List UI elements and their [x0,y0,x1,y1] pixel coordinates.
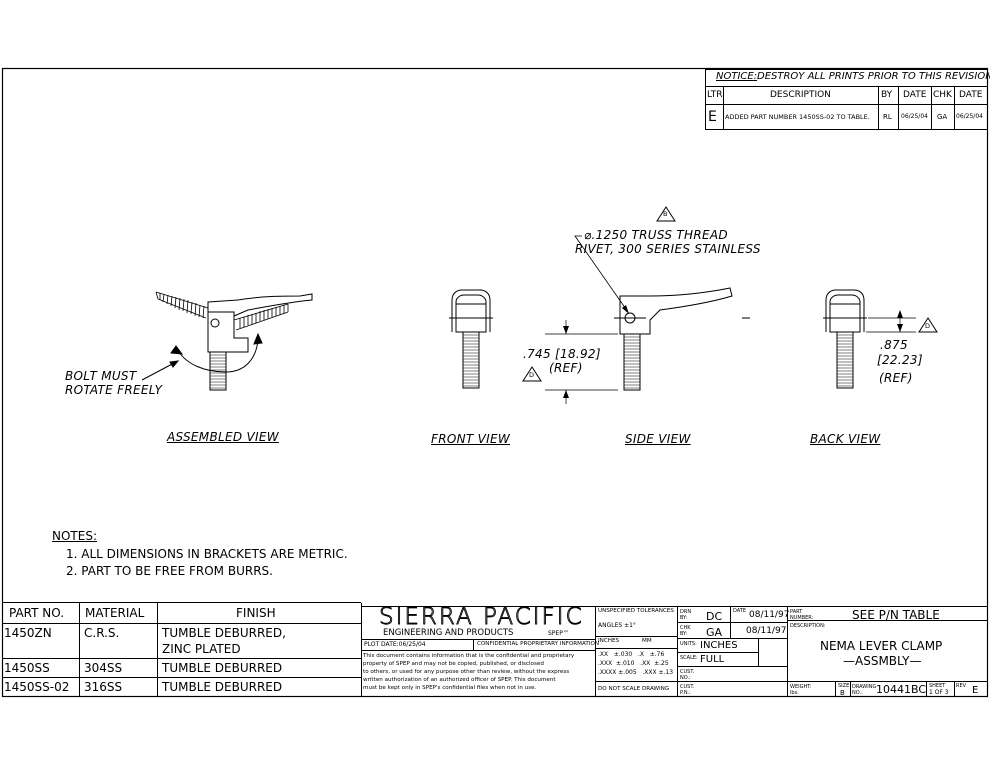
description-label: DESCRIPTION: [790,623,826,629]
sheet-label: SHEET [929,683,946,689]
drawing-no-label: DRAWING NO.: [852,684,877,696]
tolerances-row-3: .XXXX ±.005 .XXX ±.13 [598,669,674,676]
back-dim-marker-d: D [925,322,931,330]
side-view-label: SIDE VIEW [625,432,691,446]
part-1-number: 1450ZN [4,626,52,640]
back-dim-line-2: [22.23] [877,353,923,367]
callout-line-1: ⌀.1250 TRUSS THREAD [584,228,728,242]
front-view-label: FRONT VIEW [431,432,511,446]
rev-header-date: DATE [903,90,927,100]
description-line-2: —ASSMBLY— [843,654,922,668]
front-dim-line-1: .745 [18.92] [523,347,601,361]
disclaimer-line-3: to others, or used for any purpose other… [363,669,570,675]
back-dim-line-3: (REF) [879,371,913,385]
note-2: 2. PART TO BE FREE FROM BURRS. [66,564,273,578]
company-subtitle: ENGINEERING AND PRODUCTS [383,628,514,638]
confidential-label: CONFIDENTIAL PROPRIETARY INFORMATION [477,641,600,647]
part-3-material: 316SS [84,680,123,694]
part-number-value: SEE P/N TABLE [852,608,940,622]
disclaimer-line-1: This document contains information that … [363,653,575,659]
parts-header-material: MATERIAL [85,606,145,620]
description-line-1: NEMA LEVER CLAMP [820,639,943,653]
company-logo-text: SIERRA PACIFIC [379,604,584,630]
bolt-note-line-1: BOLT MUST [65,369,137,383]
part-1-finish-1: TUMBLE DEBURRED, [162,626,286,640]
rev-header-chk: CHK [933,90,952,100]
tolerances-mm: MM [642,638,652,644]
notes-title: NOTES: [52,529,97,543]
drawing-no-value: 10441BC [876,683,927,696]
callout-marker-b: B [663,210,668,218]
parts-header-finish: FINISH [236,606,276,620]
chk-date-value: 08/11/97 [746,626,787,636]
date-value: 08/11/97 [749,610,790,620]
rev-row-date: 06/25/04 [901,113,928,120]
disclaimer-line-2: property of SPEP and may not be copied, … [363,661,544,667]
rev-header-ltr: LTR [707,90,723,100]
units-label: UNITS: [680,641,697,647]
rev-row-chk-date: 06/25/04 [956,113,983,120]
part-1-material: C.R.S. [84,626,120,640]
plot-date: PLOT DATE:06/25/04 [364,641,426,648]
bolt-note-line-2: ROTATE FREELY [65,383,163,397]
note-1: 1. ALL DIMENSIONS IN BRACKETS ARE METRIC… [66,547,348,561]
do-not-scale-note: DO NOT SCALE DRAWING [598,686,670,692]
assembled-view-label: ASSEMBLED VIEW [167,430,279,444]
rev-header-by: BY [881,90,893,100]
back-dim-line-1: .875 [880,338,908,352]
part-3-finish-1: TUMBLE DEBURRED [162,680,283,694]
company-brand: SPEP™ [548,630,569,637]
chk-label: CHK BY: [680,625,691,637]
front-dim-marker-d: D [529,371,535,379]
tolerances-row-2: .XXX ±.010 .XX ±.25 [598,660,669,667]
tolerances-row-1: .XX ±.030 .X ±.76 [598,651,665,658]
units-value: INCHES [700,640,738,651]
part-1-finish-2: ZINC PLATED [162,642,241,656]
part-number-label: PART NUMBER: [790,609,814,621]
scale-label: SCALE: [680,655,698,661]
tolerances-title: UNSPECIFIED TOLERANCES [598,608,674,614]
rev-header-date-2: DATE [959,90,983,100]
date-label: DATE [733,608,747,614]
front-dim-line-2: (REF) [549,361,583,375]
parts-header-part-no: PART NO. [9,606,65,620]
sheet-value: 1 OF 3 [929,689,949,696]
chk-value: GA [706,626,723,639]
part-2-finish-1: TUMBLE DEBURRED [162,661,283,675]
back-view-drawing [823,289,938,389]
rev-value: E [972,685,979,696]
rev-header-description: DESCRIPTION [770,90,831,100]
rev-row-by: RL [883,113,892,121]
tolerances-angles: ANGLES ±1° [598,622,636,629]
size-value: B [840,689,845,697]
assembled-view-drawing [141,291,313,391]
size-label: SIZE [838,683,850,689]
rev-label: REV [956,683,967,689]
revision-notice-text: DESTROY ALL PRINTS PRIOR TO THIS REVISIO… [757,71,990,82]
drn-value: DC [706,610,723,623]
cust-no-label: CUST. NO.: [680,669,695,681]
tolerances-inches: INCHES [598,638,620,644]
part-2-number: 1450SS [4,661,50,675]
disclaimer-line-4: written authorization of an authorized o… [363,677,556,683]
scale-value: FULL [700,654,725,665]
side-view-drawing [545,206,750,404]
drn-label: DRN BY: [680,609,692,621]
rev-row-chk: GA [937,113,948,121]
rev-row-ltr: E [708,109,717,125]
cust-pn-label: CUST. P.N.: [680,684,695,696]
revision-notice-label: NOTICE: [716,71,758,82]
front-view-drawing [449,289,493,389]
back-view-label: BACK VIEW [810,432,881,446]
disclaimer-line-5: must be kept only in SPEP's confidential… [363,685,537,691]
rev-row-description: ADDED PART NUMBER 1450SS-02 TO TABLE. [725,113,870,121]
part-3-number: 1450SS-02 [4,680,70,694]
callout-line-2: RIVET, 300 SERIES STAINLESS [575,242,761,256]
weight-label: WEIGHT: lbs. [790,684,812,696]
part-2-material: 304SS [84,661,123,675]
